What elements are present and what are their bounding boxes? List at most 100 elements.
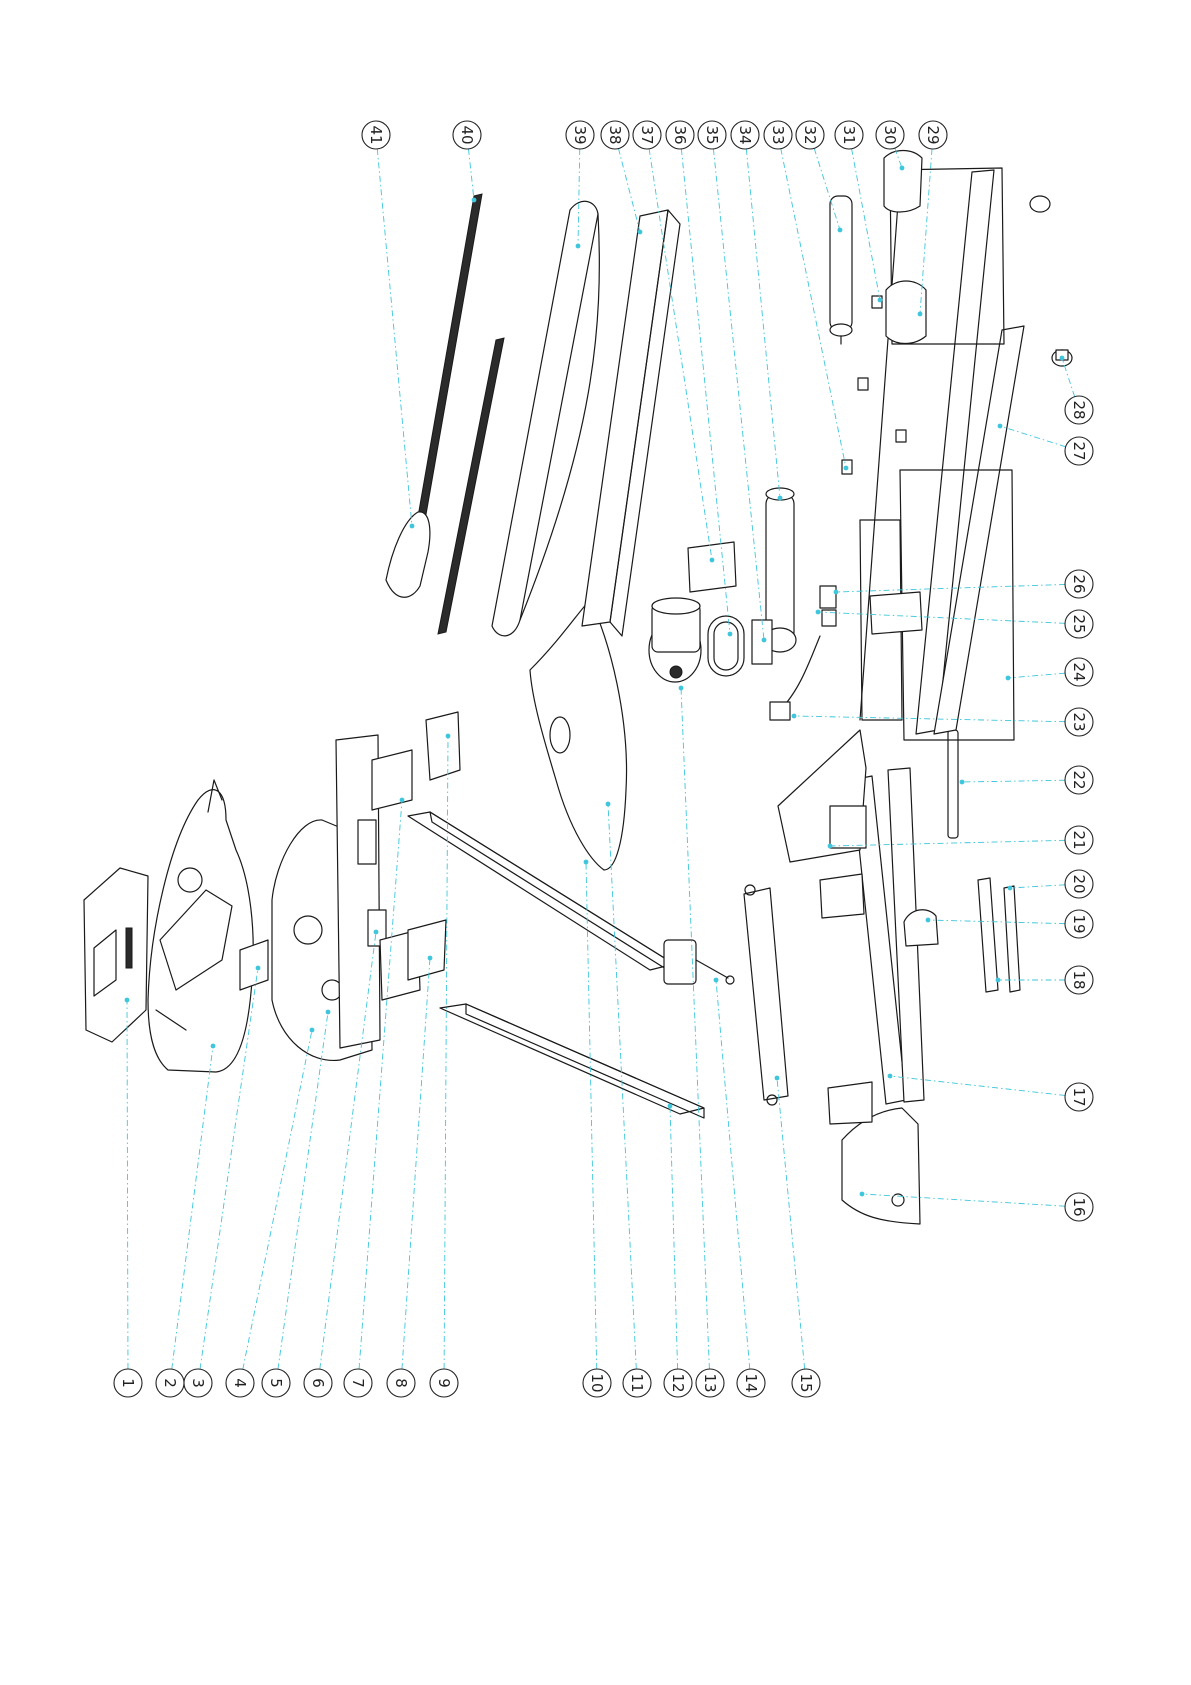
leader-tip-20 — [1008, 886, 1013, 891]
part-number-label: 16 — [1070, 1197, 1088, 1216]
leader-tip-39 — [576, 244, 581, 249]
part-balloon-14: 14 — [737, 1369, 765, 1397]
leader-tip-17 — [888, 1074, 893, 1079]
part-balloon-15: 15 — [792, 1369, 820, 1397]
part-number-label: 14 — [742, 1373, 760, 1392]
part-21-mast-bracket — [778, 730, 866, 862]
part-balloon-3: 3 — [184, 1369, 212, 1397]
leader-tip-30 — [900, 166, 905, 171]
part-balloon-28: 28 — [1065, 396, 1093, 424]
part-number-label: 2 — [161, 1378, 179, 1388]
part-number-label: 26 — [1070, 574, 1088, 593]
part-number-label: 15 — [797, 1373, 815, 1392]
part-balloon-20: 20 — [1065, 870, 1093, 898]
leader-tip-18 — [996, 978, 1001, 983]
part-32-rear-roller — [830, 196, 852, 344]
part-number-label: 12 — [669, 1373, 687, 1392]
part-balloon-19: 19 — [1065, 910, 1093, 938]
part-number-label: 13 — [701, 1373, 719, 1392]
part-15-incline-frame — [744, 885, 788, 1105]
part-number-label: 35 — [703, 125, 721, 144]
part-balloon-38: 38 — [601, 121, 629, 149]
part-19-end-cap — [904, 910, 938, 946]
leader-tip-4 — [310, 1028, 315, 1033]
part-1-console-overlay — [84, 868, 148, 1042]
part-number-label: 30 — [881, 125, 899, 144]
part-balloon-32: 32 — [796, 121, 824, 149]
part-balloon-4: 4 — [226, 1369, 254, 1397]
part-balloon-37: 37 — [633, 121, 661, 149]
leader-tip-28 — [1060, 356, 1065, 361]
parts-linework — [84, 151, 1072, 1225]
part-balloon-10: 10 — [583, 1369, 611, 1397]
leader-tip-10 — [584, 860, 589, 865]
leader-tip-38 — [638, 230, 643, 235]
leader-line-20 — [1010, 885, 1065, 888]
leader-tip-29 — [918, 312, 923, 317]
leader-tip-41 — [410, 524, 415, 529]
part-balloon-39: 39 — [566, 121, 594, 149]
part-balloon-17: 17 — [1065, 1083, 1093, 1111]
part-number-label: 38 — [606, 125, 624, 144]
part-balloon-34: 34 — [731, 121, 759, 149]
part-number-label: 19 — [1070, 914, 1088, 933]
part-number-label: 28 — [1070, 400, 1088, 419]
part-balloon-16: 16 — [1065, 1193, 1093, 1221]
part-14-incline-motor — [664, 940, 734, 984]
part-number-label: 18 — [1070, 970, 1088, 989]
leader-tip-27 — [998, 424, 1003, 429]
part-number-label: 6 — [309, 1378, 327, 1388]
part-balloon-21: 21 — [1065, 826, 1093, 854]
leader-line-41 — [377, 149, 412, 526]
part-number-label: 22 — [1070, 770, 1088, 789]
part-number-label: 17 — [1070, 1087, 1088, 1106]
part-35-belt-bracket — [752, 620, 772, 664]
leader-line-34 — [746, 149, 780, 498]
leader-line-38 — [618, 149, 640, 232]
part-balloon-31: 31 — [835, 121, 863, 149]
leader-tip-16 — [860, 1192, 865, 1197]
part-number-label: 37 — [638, 125, 656, 144]
leader-line-40 — [468, 149, 474, 200]
leader-tip-2 — [211, 1044, 216, 1049]
part-balloon-6: 6 — [304, 1369, 332, 1397]
leader-tip-24 — [1006, 676, 1011, 681]
leader-tip-33 — [844, 466, 849, 471]
part-balloon-40: 40 — [453, 121, 481, 149]
leader-tip-23 — [792, 714, 797, 719]
leader-line-24 — [1008, 673, 1065, 678]
part-16-foot-cover — [842, 1108, 920, 1224]
part-number-label: 4 — [231, 1378, 249, 1388]
leader-line-14 — [716, 980, 750, 1369]
part-number-label: 31 — [840, 125, 858, 144]
part-number-label: 29 — [924, 125, 942, 144]
leader-tip-22 — [960, 780, 965, 785]
part-balloon-5: 5 — [262, 1369, 290, 1397]
part-number-label: 36 — [671, 125, 689, 144]
part-balloon-8: 8 — [387, 1369, 415, 1397]
part-balloon-13: 13 — [696, 1369, 724, 1397]
leader-tip-36 — [728, 632, 733, 637]
part-number-label: 11 — [628, 1373, 646, 1392]
part-39-running-belt — [492, 201, 599, 636]
leader-line-8 — [402, 958, 430, 1369]
leader-tip-31 — [878, 298, 883, 303]
leader-tip-8 — [428, 956, 433, 961]
part-number-label: 7 — [349, 1378, 367, 1388]
leader-tip-40 — [472, 198, 477, 203]
leader-tip-25 — [816, 610, 821, 615]
part-41-rail-end-cap — [386, 512, 430, 597]
leader-tip-13 — [679, 686, 684, 691]
leader-tip-1 — [125, 998, 130, 1003]
part-balloon-33: 33 — [764, 121, 792, 149]
part-22-cross-tube — [948, 730, 958, 838]
part-18-20-side-rails — [978, 878, 1020, 992]
leader-tip-5 — [326, 1010, 331, 1015]
leader-line-2 — [172, 1046, 213, 1369]
leader-tip-19 — [926, 918, 931, 923]
part-40-side-rails — [416, 194, 504, 634]
part-2-console-housing — [148, 780, 253, 1072]
leader-tip-37 — [710, 558, 715, 563]
leader-tip-21 — [828, 844, 833, 849]
